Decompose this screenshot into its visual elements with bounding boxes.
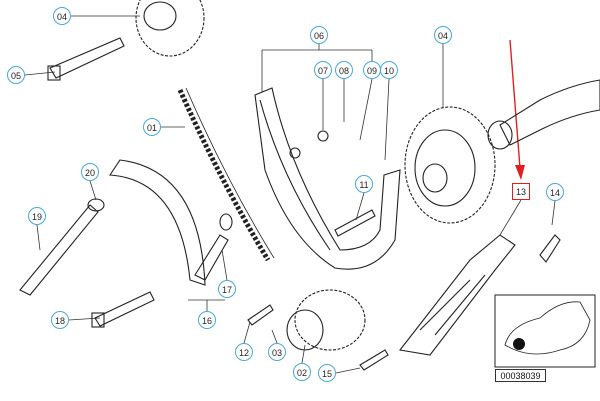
highlighted-part-label[interactable]: 13 xyxy=(512,183,530,200)
diagram-reference-number: 00038039 xyxy=(495,369,546,382)
part-label[interactable]: 05 xyxy=(7,66,25,84)
part-label[interactable]: 17 xyxy=(218,280,236,298)
part-label[interactable]: 18 xyxy=(51,311,69,329)
part-label[interactable]: 04 xyxy=(53,7,71,25)
part-label[interactable]: 08 xyxy=(335,61,353,79)
part-label[interactable]: 12 xyxy=(235,343,253,361)
part-label[interactable]: 03 xyxy=(268,343,286,361)
part-label[interactable]: 15 xyxy=(318,364,336,382)
part-label[interactable]: 06 xyxy=(310,26,328,44)
part-label[interactable]: 01 xyxy=(143,118,161,136)
part-label[interactable]: 16 xyxy=(198,311,216,329)
part-label[interactable]: 09 xyxy=(363,61,381,79)
part-label[interactable]: 11 xyxy=(355,175,373,193)
part-label[interactable]: 20 xyxy=(81,163,99,181)
part-label[interactable]: 02 xyxy=(293,363,311,381)
part-label[interactable]: 14 xyxy=(546,183,564,201)
part-label[interactable]: 04 xyxy=(434,26,452,44)
part-label[interactable]: 07 xyxy=(314,61,332,79)
part-label[interactable]: 10 xyxy=(380,61,398,79)
part-label[interactable]: 19 xyxy=(28,207,46,225)
